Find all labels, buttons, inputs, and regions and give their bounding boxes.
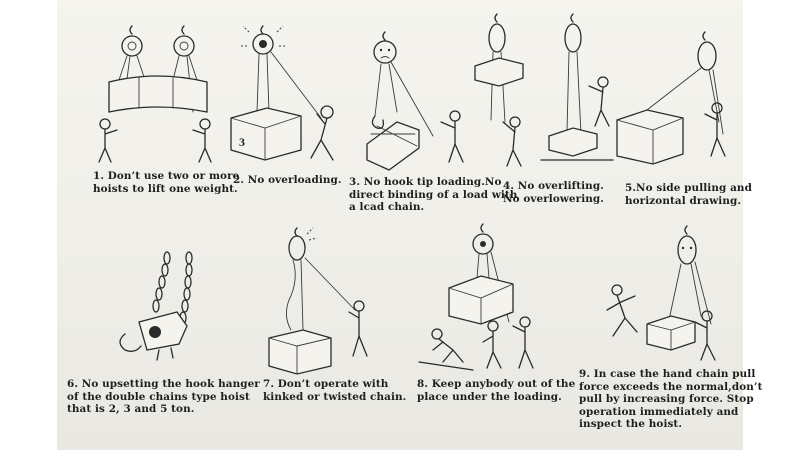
load-block-icon bbox=[109, 76, 207, 112]
rule-5-caption: 5.No side pulling and horizontal drawing… bbox=[625, 182, 752, 207]
worker-icon bbox=[349, 301, 367, 356]
rule-6-caption: 6. No upsetting the hook hanger of the d… bbox=[67, 378, 260, 416]
rule-9-caption: 9. In case the hand chain pull force exc… bbox=[579, 368, 763, 431]
rule-1-caption: 1. Don’t use two or more hoists to lift … bbox=[93, 170, 240, 195]
worker-icon bbox=[483, 321, 501, 368]
worker-icon bbox=[503, 117, 521, 166]
worker-icon bbox=[607, 285, 637, 336]
worker-icon bbox=[705, 103, 725, 156]
load-block-icon bbox=[647, 316, 695, 350]
worker-icon bbox=[695, 311, 715, 360]
panel-rule-5 bbox=[613, 30, 743, 170]
rule-3-caption: 3. No hook tip loading.No direct binding… bbox=[349, 176, 518, 214]
panel-rule-7 bbox=[263, 226, 383, 376]
overlifting-illustration bbox=[475, 10, 615, 170]
chain-hoist-icon bbox=[374, 32, 433, 136]
safety-instruction-sheet: 1. Don’t use two or more hoists to lift … bbox=[57, 0, 762, 450]
overloading-illustration: 3 bbox=[225, 22, 357, 172]
chain-icon bbox=[153, 252, 192, 324]
panel-rule-4 bbox=[475, 10, 615, 170]
worker-icon bbox=[513, 317, 533, 368]
side-pulling-illustration bbox=[613, 30, 743, 170]
upset-hook-hanger-illustration bbox=[95, 250, 225, 370]
hook-tip-loading-illustration bbox=[357, 26, 487, 174]
load-block-icon bbox=[269, 330, 331, 374]
rule-8-caption: 8. Keep anybody out of the place under t… bbox=[417, 378, 576, 403]
two-hoists-one-load-illustration bbox=[87, 20, 227, 170]
rule-4-caption: 4. No overlifting. No overlowering. bbox=[503, 180, 604, 205]
load-block-icon bbox=[449, 276, 513, 324]
worker-icon bbox=[311, 106, 333, 160]
load-block-icon: 3 bbox=[231, 108, 301, 160]
keep-clear-under-load-illustration bbox=[413, 222, 553, 372]
worker-icon bbox=[432, 329, 463, 362]
worker-icon bbox=[193, 119, 211, 162]
chain-hoist-icon bbox=[286, 228, 355, 330]
rule-7-caption: 7. Don’t operate with kinked or twisted … bbox=[263, 378, 407, 403]
chain-hoist-icon bbox=[239, 26, 321, 118]
load-block-icon bbox=[475, 58, 523, 86]
rule-2-caption: 2. No overloading. bbox=[233, 174, 342, 186]
hook-icon bbox=[120, 312, 187, 360]
load-block-icon bbox=[617, 110, 683, 164]
panel-rule-8 bbox=[413, 222, 553, 372]
panel-rule-2: 3 bbox=[225, 22, 357, 172]
panel-rule-6 bbox=[95, 250, 225, 370]
panel-rule-3 bbox=[357, 26, 487, 174]
load-weight-mark: 3 bbox=[239, 135, 245, 149]
load-block-icon bbox=[367, 122, 419, 170]
panel-rule-9 bbox=[595, 224, 735, 364]
kinked-chain-illustration bbox=[263, 226, 383, 376]
excessive-pull-force-illustration bbox=[595, 224, 735, 364]
load-block-icon bbox=[541, 128, 613, 160]
chain-hoist-icon bbox=[565, 14, 581, 134]
worker-icon bbox=[589, 77, 609, 126]
hook-icon bbox=[372, 116, 383, 128]
worker-icon bbox=[441, 111, 463, 162]
worker-icon bbox=[99, 119, 117, 162]
chain-hoist-icon bbox=[647, 32, 723, 134]
chain-hoist-icon bbox=[669, 226, 711, 324]
panel-rule-1 bbox=[87, 20, 227, 170]
